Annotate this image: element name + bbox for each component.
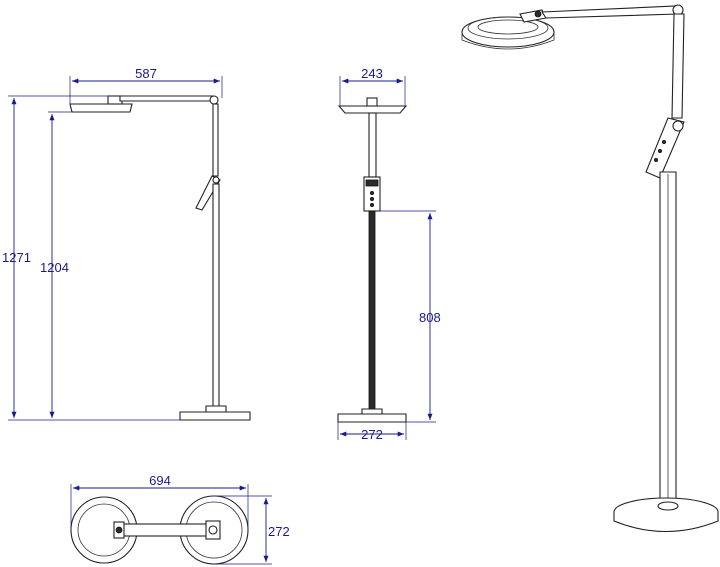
side-control-top xyxy=(365,179,379,187)
persp-upper-arm xyxy=(671,13,685,119)
front-base-collar xyxy=(205,405,227,413)
front-upper-arm xyxy=(212,103,219,177)
dim-label-272-side: 272 xyxy=(361,427,383,442)
side-upper-pole xyxy=(368,112,377,178)
side-dimensions: 243 808 272 xyxy=(337,66,441,442)
side-view xyxy=(337,97,408,423)
side-base xyxy=(337,413,407,423)
top-view xyxy=(70,495,249,565)
dim-label-1204: 1204 xyxy=(40,260,69,275)
side-base-collar xyxy=(361,408,383,415)
dim-label-694: 694 xyxy=(149,473,171,488)
dim-label-272-top: 272 xyxy=(268,524,290,539)
persp-base-rim xyxy=(613,512,719,532)
dim-label-243: 243 xyxy=(361,66,383,81)
side-lower-pole xyxy=(368,210,376,412)
front-arm xyxy=(119,95,215,102)
top-dimensions: 694 272 xyxy=(70,473,290,565)
top-pole-knob xyxy=(208,525,218,535)
front-view xyxy=(69,95,251,421)
perspective-view xyxy=(461,4,719,532)
front-dimensions: 587 1271 1204 xyxy=(2,66,223,421)
persp-head-inner xyxy=(467,16,549,40)
persp-control-knob xyxy=(672,120,684,132)
dim-label-587: 587 xyxy=(135,66,157,81)
front-base xyxy=(179,411,251,421)
persp-base-collar xyxy=(657,501,679,511)
front-pole xyxy=(212,183,220,411)
top-arm xyxy=(117,523,211,537)
front-lamp-head xyxy=(69,103,133,113)
dim-label-808: 808 xyxy=(419,310,441,325)
front-control-knob xyxy=(212,176,220,184)
side-lamp-head xyxy=(337,105,408,114)
front-arm-knob xyxy=(209,95,219,105)
top-joint-knob xyxy=(115,526,123,534)
persp-head-lens xyxy=(477,19,539,35)
side-head-joint xyxy=(366,97,378,107)
persp-arm xyxy=(541,5,679,19)
dim-label-1271: 1271 xyxy=(2,250,31,265)
